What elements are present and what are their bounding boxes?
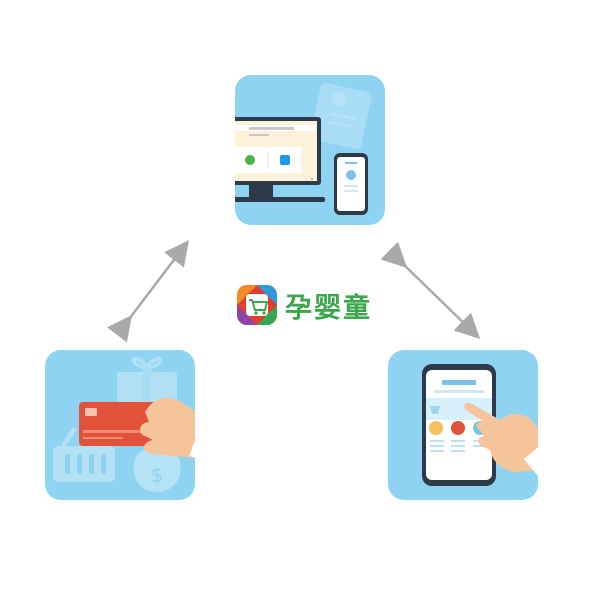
- phone-icon: [334, 153, 368, 215]
- pointing-hand-icon: [464, 402, 538, 483]
- hand-icon: [140, 397, 195, 466]
- bidirectional-arrow-left: [106, 240, 190, 343]
- brand-name: 孕婴童: [285, 292, 372, 324]
- bidirectional-arrow-right: [380, 241, 481, 339]
- basket-icon: [53, 426, 115, 482]
- mobile-shopping-tile: [388, 350, 538, 500]
- wechat-pay-icon: [245, 155, 255, 165]
- monitor-icon: [235, 117, 325, 202]
- card-payment-tile: $: [45, 350, 195, 500]
- svg-text:$: $: [151, 463, 164, 487]
- gift-icon: [117, 356, 177, 404]
- alipay-icon: [280, 155, 290, 165]
- brand-logo-group: 孕婴童: [237, 282, 372, 328]
- payment-devices-tile: [235, 75, 385, 225]
- clipboard-icon: [310, 82, 372, 150]
- shopping-cart-logo-icon: [237, 285, 277, 325]
- credit-card-icon: [79, 402, 159, 446]
